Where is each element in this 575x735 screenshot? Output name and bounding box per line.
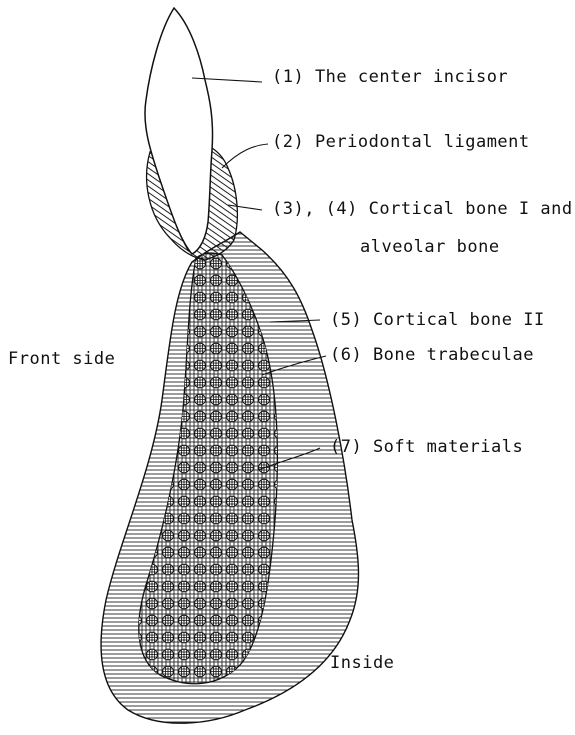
- label-periodontal-ligament: (2) Periodontal ligament: [272, 132, 530, 152]
- label-bone-trabeculae: (6) Bone trabeculae: [330, 345, 534, 365]
- label-cortical-bone-2: (5) Cortical bone II: [330, 310, 545, 330]
- label-center-incisor: (1) The center incisor: [272, 67, 508, 87]
- label-cortical-bone-1: (3), (4) Cortical bone I and: [272, 199, 573, 219]
- leader-ligament: [222, 144, 268, 168]
- label-front-side: Front side: [8, 349, 115, 369]
- label-soft-materials: (7) Soft materials: [330, 437, 523, 457]
- label-alveolar-bone: alveolar bone: [360, 237, 500, 257]
- label-inside: Inside: [330, 653, 394, 673]
